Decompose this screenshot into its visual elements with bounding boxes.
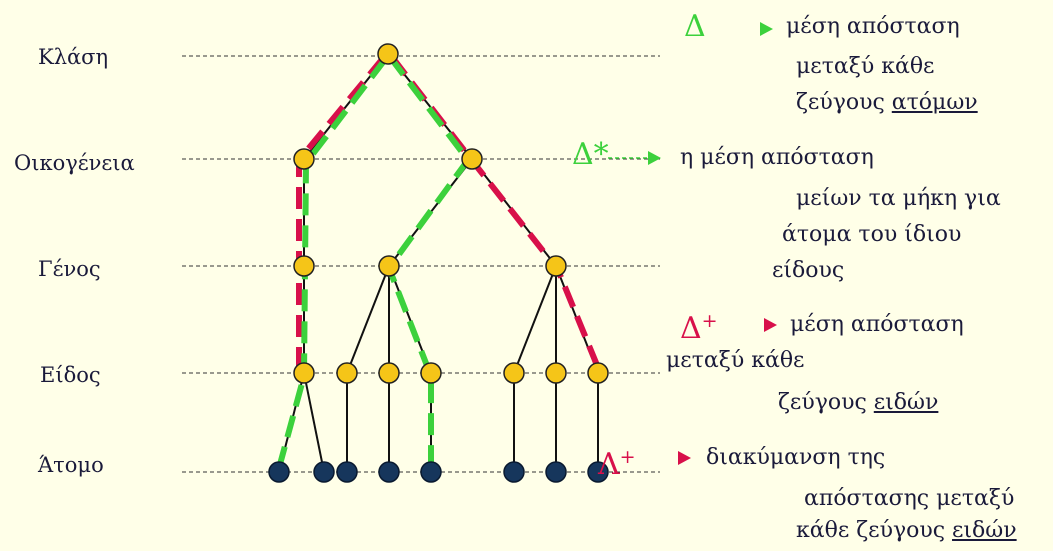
delta-plus-symbol: Δ+ [680,310,718,346]
delta-plus-line-2: μεταξύ κάθε [666,348,805,373]
delta-plus-line-3: ζεύγους ειδών [778,390,939,415]
lambda-plus-symbol: Λ+ [598,446,636,482]
delta-star-line-3: άτομα του ίδιου [782,222,962,247]
lambda-plus-line-2: απόστασης μεταξύ [804,486,1015,511]
node-family [461,148,483,170]
internal-nodes [293,43,609,384]
node-species [503,362,525,384]
level-label-genus: Γένος [38,257,101,281]
level-label-class: Κλάση [38,45,108,69]
node-genus [293,255,315,277]
magenta-path-left [296,55,387,369]
node-genus [378,255,400,277]
node-individual [503,461,525,483]
node-individual [587,461,609,483]
edge [303,372,325,473]
node-individual [313,461,335,483]
node-individual [378,461,400,483]
green-arrow-icon [760,22,773,36]
delta-star-line-4: είδους [772,258,845,283]
edge [513,265,557,374]
leaf-nodes [268,461,609,483]
node-species [336,362,358,384]
magenta-path-right [389,55,602,372]
delta-plus-line-1: μέση απόσταση [790,312,964,337]
magenta-dashed-paths [296,55,602,372]
node-species [293,362,315,384]
delta-star-line-1: η μέση απόσταση [680,145,874,170]
node-species [378,362,400,384]
node-individual [268,461,290,483]
lambda-plus-line-1: διακύμανση της [706,445,886,470]
node-individual [336,461,358,483]
green-arrow-icon [648,151,661,165]
node-species [545,362,567,384]
delta-star-line-2: μείων τα μήκη για [796,186,1001,211]
node-individual [420,461,442,483]
level-label-family: Οικογένεια [14,151,135,175]
delta-line-1: μέση απόσταση [786,14,960,39]
node-individual [545,461,567,483]
red-arrow-icon [678,451,691,465]
delta-symbol: Δ [684,9,706,44]
node-species [420,362,442,384]
level-label-individual: Άτομο [37,453,104,477]
red-arrow-icon [764,318,777,332]
delta-star-symbol: Δ* [572,137,609,172]
level-label-species: Είδος [40,363,101,387]
node-family [293,148,315,170]
level-guide-lines [182,55,660,473]
green-path-right [385,55,472,468]
lambda-plus-line-3: κάθε ζεύγους ειδών [796,518,1017,543]
node-species [587,362,609,384]
node-class [377,43,399,65]
delta-line-2: μεταξύ κάθε [796,54,935,79]
edge [346,265,390,374]
node-genus [545,255,567,277]
delta-line-3: ζεύγους ατόμων [796,90,978,115]
